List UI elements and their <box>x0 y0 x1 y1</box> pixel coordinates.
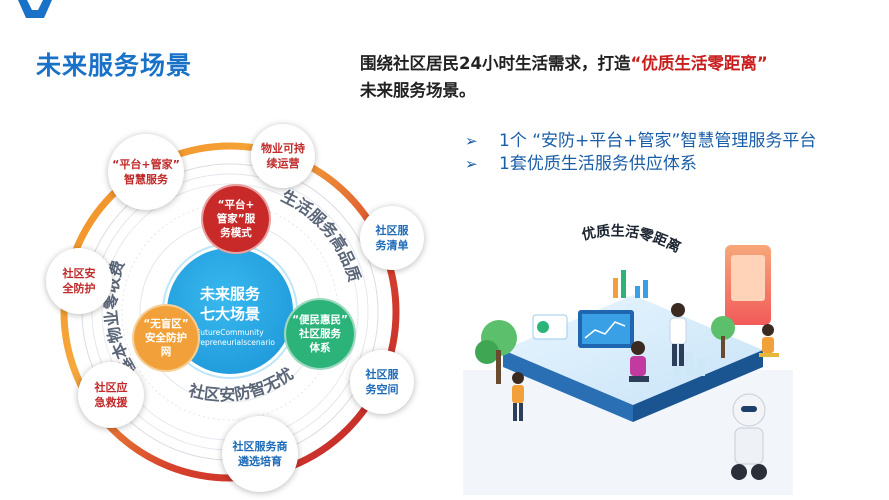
center-subtitle: FutureCommunity Entrepreneurialscenario <box>185 328 275 347</box>
headline-line-1: 围绕社区居民24小时生活需求，打造“优质生活零距离” <box>360 50 768 77</box>
outer-node-platform-service: “平台+管家” 智慧服务 <box>108 134 184 210</box>
outer-node-service-space: 社区服 务空间 <box>350 350 414 414</box>
outer-node-property-operation: 物业可持 续运营 <box>251 124 315 188</box>
bullet-item: ➢ 1个 “安防+平台+管家”智慧管理服务平台 <box>465 130 817 153</box>
service-illustration: 优质生活零距离 <box>463 222 793 495</box>
inner-node-convenience: “便民惠民” 社区服务 体系 <box>286 300 354 368</box>
headline-prefix: 围绕社区居民24小时生活需求，打造 <box>360 54 631 73</box>
inner-node-label: “平台+ 管家”服 务模式 <box>203 186 269 252</box>
headline: 围绕社区居民24小时生活需求，打造“优质生活零距离” 未来服务场景。 <box>360 50 768 104</box>
outer-node-provider-selection: 社区服务商 遴选培育 <box>222 416 298 492</box>
illustration-caption: 优质生活零距离 <box>580 222 683 256</box>
outer-node-emergency-rescue: 社区应 急救援 <box>78 362 144 428</box>
page-title: 未来服务场景 <box>36 51 193 80</box>
inner-node-security: “无盲区” 安全防护 网 <box>134 306 198 370</box>
outer-node-label: 社区安 全防护 <box>62 267 96 295</box>
bullet-text: 1套优质生活服务供应体系 <box>499 154 697 174</box>
inner-node-label: “无盲区” 安全防护 网 <box>134 306 198 370</box>
inner-node-platform: “平台+ 管家”服 务模式 <box>203 186 269 252</box>
outer-node-label: 物业可持 续运营 <box>261 142 305 170</box>
inner-node-label: “便民惠民” 社区服务 体系 <box>286 300 354 368</box>
outer-node-label: 社区服 务空间 <box>365 368 399 396</box>
bullet-text: 1个 “安防+平台+管家”智慧管理服务平台 <box>499 131 817 151</box>
outer-node-label: 社区服 务清单 <box>375 224 409 252</box>
outer-node-label: 社区服务商 遴选培育 <box>232 440 288 468</box>
bullet-arrow-icon: ➢ <box>465 132 478 150</box>
center-title: 未来服务 七大场景 <box>199 285 260 323</box>
outer-node-label: 社区应 急救援 <box>94 381 128 409</box>
outer-node-service-list: 社区服 务清单 <box>360 206 424 270</box>
bullet-item: ➢ 1套优质生活服务供应体系 <box>465 153 816 176</box>
headline-line-2: 未来服务场景。 <box>360 81 476 100</box>
bullet-list: ➢ 1个 “安防+平台+管家”智慧管理服务平台 ➢ 1套优质生活服务供应体系 <box>465 130 817 176</box>
outer-node-security-protection: 社区安 全防护 <box>46 248 112 314</box>
seven-scenarios-diagram: 生活服务高品质 基本物业零收费 社区安防智无忧 未来服务 七大场景 Future… <box>40 120 430 500</box>
bullet-arrow-icon: ➢ <box>465 155 478 173</box>
corner-logo-icon <box>18 0 52 18</box>
headline-accent: “优质生活零距离” <box>630 54 768 73</box>
outer-node-label: “平台+管家” 智慧服务 <box>112 158 180 186</box>
